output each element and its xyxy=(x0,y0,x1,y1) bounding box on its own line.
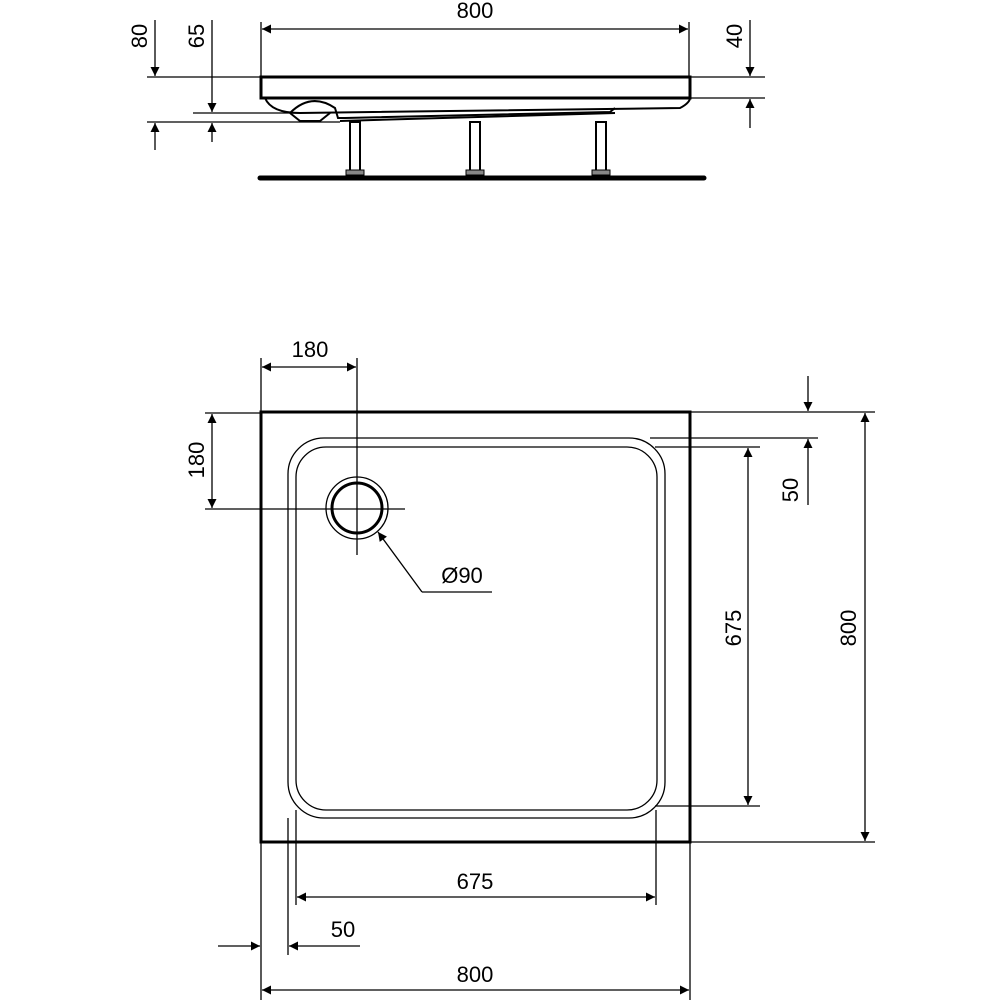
outer-width-label: 800 xyxy=(457,962,494,987)
rim-height-label: 40 xyxy=(722,24,747,48)
inner-width-label: 675 xyxy=(457,869,494,894)
leg xyxy=(591,121,611,176)
basin-floor xyxy=(295,446,658,811)
tray-rim xyxy=(259,75,692,100)
width-label: 800 xyxy=(457,0,494,23)
basin-edge xyxy=(287,437,666,819)
rim-top-label: 50 xyxy=(778,478,803,502)
rim-side-label: 50 xyxy=(331,917,355,942)
leg xyxy=(465,121,485,176)
drain-offset-x-label: 180 xyxy=(292,337,329,362)
inner-height-label: 675 xyxy=(721,610,746,647)
top-view: 180 180 Ø90 50 675 800 675 50 800 xyxy=(184,337,875,1000)
tray-underside xyxy=(264,97,691,115)
total-height-label: 80 xyxy=(127,24,152,48)
side-view: 800 80 65 40 xyxy=(127,0,765,181)
drain-body xyxy=(289,112,331,122)
drain-diameter-label: Ø90 xyxy=(441,563,483,588)
depth-label: 65 xyxy=(184,24,209,48)
tray-outline xyxy=(259,410,692,844)
leg xyxy=(345,121,365,176)
outer-height-label: 800 xyxy=(836,610,861,647)
drain-offset-y-label: 180 xyxy=(184,442,209,479)
